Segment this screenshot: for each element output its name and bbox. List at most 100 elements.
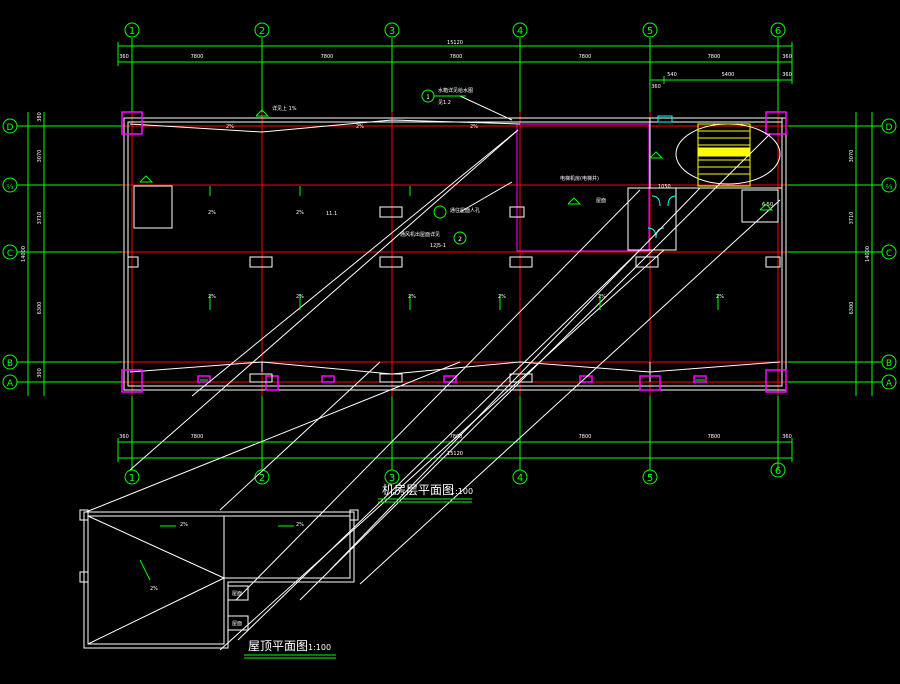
left-equipment-block xyxy=(133,185,173,229)
dim-top-bay-2: 7800 xyxy=(321,54,334,60)
vertical-axes xyxy=(131,38,779,470)
dimension-lines-bottom xyxy=(117,438,793,462)
dim-top-bay-5: 7800 xyxy=(708,54,721,60)
axis-label-3-bottom: 3 xyxy=(389,473,395,484)
note-marker-1: 1 xyxy=(426,94,430,101)
slope-label-2: 2% xyxy=(356,124,364,130)
axis-label-5-bottom: 5 xyxy=(647,473,653,484)
axis-label-c-right: C xyxy=(886,249,892,259)
axis-label-4-top: 4 xyxy=(517,26,523,37)
axis-label-a-right: A xyxy=(886,379,893,389)
note-2-text: 通往屋面人孔 xyxy=(450,207,480,214)
right-equipment-block xyxy=(741,189,779,223)
dim-vert-c1-right: 3070 xyxy=(849,150,855,163)
axis-label-4-bottom: 4 xyxy=(517,473,523,484)
dim-bottom-bay-5: 7800 xyxy=(708,434,721,440)
slope-label-6: 2% xyxy=(208,294,216,300)
leader-lines xyxy=(85,95,781,651)
axis-label-2-bottom: 2 xyxy=(259,473,265,484)
axis-bubbles-bottom: 1 2 3 4 5 6 xyxy=(124,462,786,485)
note-markers xyxy=(421,89,467,245)
slope-label-9: 2% xyxy=(498,294,506,300)
axis-label-1-top: 1 xyxy=(129,26,135,37)
axis-label-c2-left: ⅔ xyxy=(7,183,14,191)
elevation-right-label: 6.50 xyxy=(762,202,773,208)
dim-vert-d-left: 380 xyxy=(37,112,43,122)
roof-plan-slope-arrows xyxy=(139,525,294,581)
note-3b-text: 12J5-1 xyxy=(430,243,446,249)
elevation-mid-label: 11.1 xyxy=(326,211,337,217)
dim-bottom-bay-1: 7800 xyxy=(191,434,204,440)
vent-units xyxy=(127,206,781,383)
structural-grid xyxy=(122,112,788,396)
roof-label-b: 屋面 xyxy=(232,621,242,627)
note-1b-text: 见1.2 xyxy=(438,100,451,106)
dim-top-bay-3: 7800 xyxy=(450,54,463,60)
axis-bubbles-top: 1 2 3 4 5 6 xyxy=(124,22,786,38)
axis-label-c2-right: ⅔ xyxy=(886,183,893,191)
note-marker-2: 2 xyxy=(458,236,462,243)
axis-label-6-bottom: 6 xyxy=(775,466,781,477)
dim-bottom-right-end: 360 xyxy=(782,434,792,440)
axis-label-b-right: B xyxy=(886,359,892,369)
slope-label-11: 2% xyxy=(716,294,724,300)
axis-label-6-top: 6 xyxy=(775,26,781,37)
slope-label-5: 2% xyxy=(296,210,304,216)
stair-dim-label: 1050 xyxy=(658,184,671,190)
axis-label-d-left: D xyxy=(7,123,14,133)
dim-stair-b: 5400 xyxy=(722,72,735,78)
dim-bottom-bay-4: 7800 xyxy=(579,434,592,440)
dim-top-right-end-2: 360 xyxy=(782,72,792,78)
dim-vert-c2-left: 3710 xyxy=(37,212,43,225)
axis-label-c-left: C xyxy=(7,249,13,259)
slope-label-4: 2% xyxy=(208,210,216,216)
dim-bottom-total: 15120 xyxy=(447,451,463,457)
roof-scale: 1:100 xyxy=(308,643,331,652)
roof-slope-label-1: 2% xyxy=(180,522,188,528)
roof-slope-label-2: 2% xyxy=(296,522,304,528)
horizontal-axes xyxy=(16,125,884,383)
axis-label-a-left: A xyxy=(7,379,14,389)
dim-vert-b-right: 6300 xyxy=(849,302,855,315)
axis-bubbles-left: D ⅔ C B A xyxy=(2,118,18,390)
slope-label-3: 2% xyxy=(470,124,478,130)
dim-top-right-end: 360 xyxy=(782,54,792,60)
axis-label-1-bottom: 1 xyxy=(129,473,135,484)
axis-label-d-right: D xyxy=(886,123,893,133)
columns xyxy=(121,111,787,393)
stair xyxy=(675,123,781,187)
dim-stair-a: 540 xyxy=(667,72,677,78)
roof-slope-label-3: 2% xyxy=(150,586,158,592)
dimension-lines-vertical xyxy=(27,112,873,396)
axis-label-2-top: 2 xyxy=(259,26,265,37)
roof-slope-lines xyxy=(129,119,781,382)
dim-stair-c: 360 xyxy=(651,84,661,90)
roof-plan xyxy=(79,509,359,649)
dim-vert-total-right: 14000 xyxy=(865,246,871,262)
axis-label-b-left: B xyxy=(7,359,13,369)
slope-arrows xyxy=(200,186,719,381)
machine-room-scale: 1:100 xyxy=(450,487,473,496)
dim-vert-total-left: 14000 xyxy=(21,246,27,262)
roof-title: 屋顶平面图 xyxy=(248,639,308,653)
slope-label-7: 2% xyxy=(296,294,304,300)
dim-vert-c2-right: 3710 xyxy=(849,212,855,225)
roof-label-a: 屋面 xyxy=(232,591,242,597)
dim-top-total: 15120 xyxy=(447,40,463,46)
room-machine-label: 电梯机房(电梯井) xyxy=(560,175,599,182)
note-3-text: 通风机出屋面详见 xyxy=(400,231,440,238)
dim-bottom-left-end: 360 xyxy=(119,434,129,440)
axis-label-3-top: 3 xyxy=(389,26,395,37)
slope-label-8: 2% xyxy=(408,294,416,300)
elevation-markers xyxy=(139,109,774,211)
dim-top-left-end: 360 xyxy=(119,54,129,60)
doors xyxy=(647,115,677,239)
dim-top-bay-1: 7800 xyxy=(191,54,204,60)
slope-label-10: 2% xyxy=(598,294,606,300)
dim-top-bay-4: 7800 xyxy=(579,54,592,60)
slope-label-1: 2% xyxy=(226,124,234,130)
room-roof-right-label: 屋面 xyxy=(596,198,606,204)
machine-room-title: 机房层平面图 xyxy=(382,482,454,497)
axis-label-5-top: 5 xyxy=(647,26,653,37)
